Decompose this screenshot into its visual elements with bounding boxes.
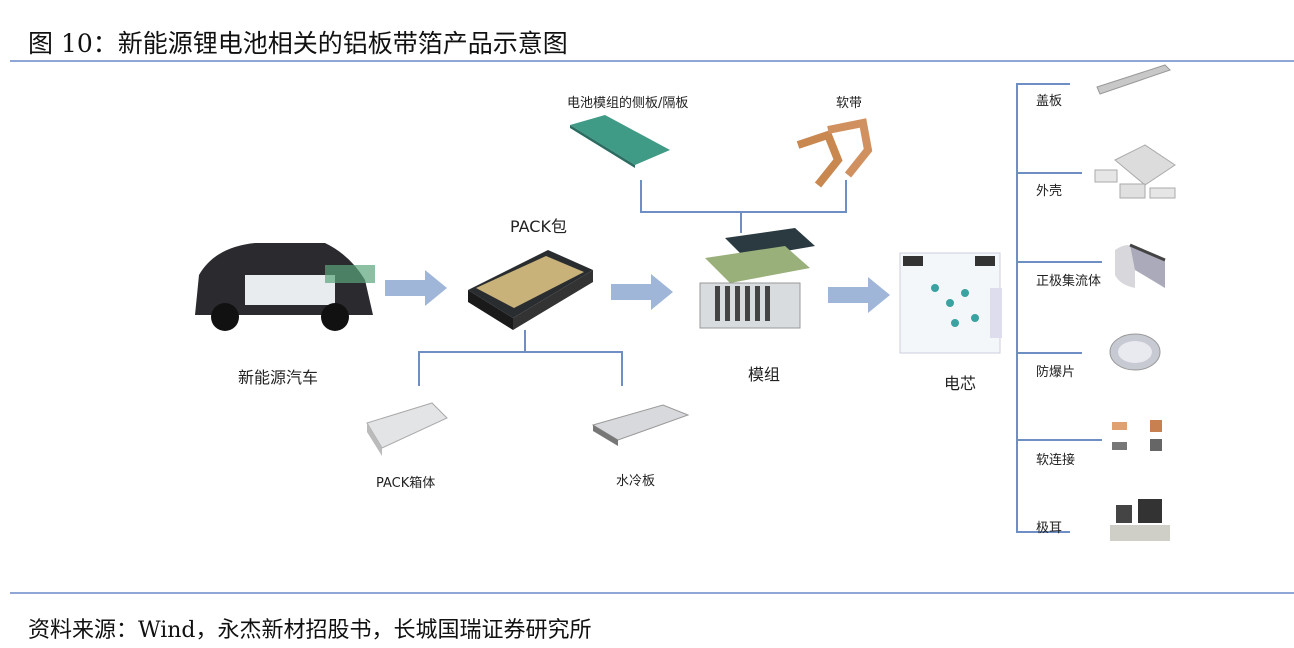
- arrow-car-to-pack: [385, 270, 447, 306]
- branch-vent: [1016, 352, 1082, 354]
- vent-image: [1109, 333, 1161, 371]
- car-image: [195, 243, 375, 331]
- module-connector: [740, 211, 742, 233]
- pack-bracket: [418, 351, 623, 353]
- cell-image: [899, 252, 1002, 354]
- tab-label: 极耳: [1036, 521, 1063, 536]
- branch-tab: [1016, 531, 1070, 533]
- pack-case-label: PACK箱体: [376, 476, 436, 491]
- pack-connector: [524, 330, 526, 352]
- module-side-plate-label: 电池模组的侧板/隔板: [567, 96, 689, 111]
- pack-image: [468, 250, 593, 330]
- cell-bracket: [1016, 84, 1018, 533]
- shell-image: [1094, 144, 1176, 199]
- module-bracket: [640, 211, 847, 213]
- bottom-divider: [10, 592, 1294, 594]
- branch-cover: [1016, 83, 1070, 85]
- figure-title: 图 10：新能源锂电池相关的铝板带箔产品示意图: [28, 29, 568, 58]
- module-label: 模组: [748, 365, 781, 384]
- pack-case-image: [366, 402, 448, 456]
- cover-image: [1096, 64, 1171, 95]
- pack-bracket-right: [621, 351, 623, 386]
- arrow-module-to-cell: [828, 277, 890, 313]
- collector-image: [1115, 243, 1166, 288]
- pack-label: PACK包: [510, 217, 567, 236]
- top-divider: [10, 60, 1294, 62]
- branch-shell: [1016, 172, 1082, 174]
- cooling-plate-image: [591, 404, 690, 446]
- branch-soft-connection: [1016, 439, 1102, 441]
- module-bracket-right: [845, 180, 847, 212]
- side-plate-image: [570, 115, 670, 168]
- cell-label: 电芯: [944, 374, 977, 393]
- cover-label: 盖板: [1036, 94, 1063, 109]
- soft-strip-label: 软带: [836, 96, 863, 111]
- arrow-pack-to-module: [611, 274, 673, 310]
- car-label: 新能源汽车: [238, 368, 319, 387]
- module-image: [699, 228, 815, 329]
- soft-connection-label: 软连接: [1036, 453, 1076, 468]
- tab-image: [1110, 499, 1170, 541]
- soft-connection-image: [1112, 420, 1162, 451]
- cooling-plate-label: 水冷板: [616, 474, 656, 489]
- vent-label: 防爆片: [1036, 365, 1076, 380]
- collector-label: 正极集流体: [1036, 274, 1102, 289]
- module-bracket-left: [640, 180, 642, 212]
- pack-bracket-left: [418, 351, 420, 386]
- source-note: 资料来源：Wind，永杰新材招股书，长城国瑞证券研究所: [28, 618, 592, 643]
- shell-label: 外壳: [1036, 184, 1063, 199]
- soft-strip-image: [796, 118, 873, 188]
- branch-collector: [1016, 261, 1102, 263]
